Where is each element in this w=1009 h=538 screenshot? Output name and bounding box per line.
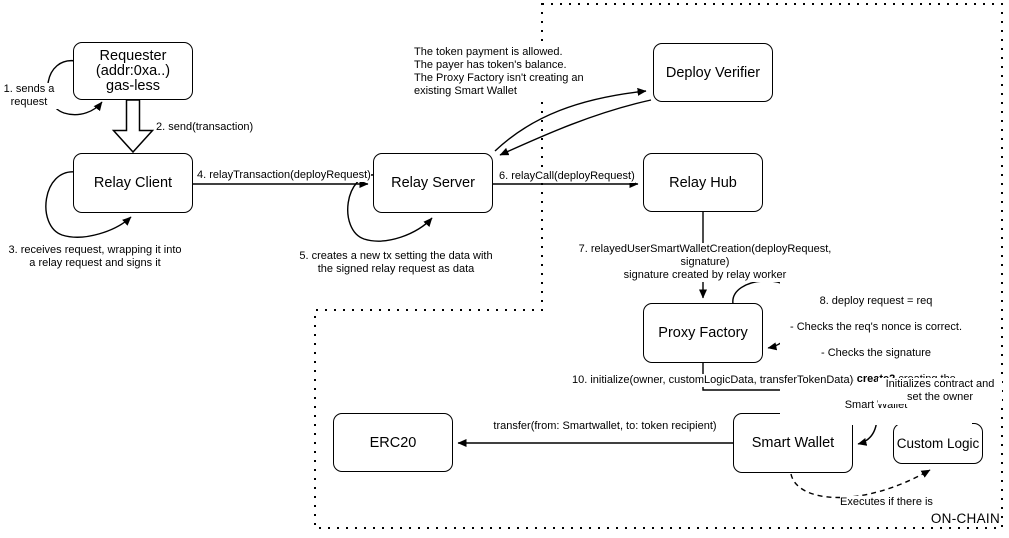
node-proxy-factory: Proxy Factory bbox=[643, 303, 763, 363]
node-requester: Requester (addr:0xa..) gas-less bbox=[73, 42, 193, 100]
label-step8-line3: - Checks the signature bbox=[820, 347, 932, 359]
label-step2: 2. send(transaction) bbox=[156, 121, 254, 134]
label-verifier-note: The token payment is allowed. The payer … bbox=[414, 46, 589, 98]
label-step3: 3. receives request, wrapping it into a … bbox=[6, 244, 184, 270]
label-transfer: transfer(from: Smartwallet, to: token re… bbox=[490, 420, 720, 433]
node-deploy-verifier: Deploy Verifier bbox=[653, 43, 773, 102]
label-on-chain: ON-CHAIN bbox=[930, 511, 1000, 526]
node-relay-hub: Relay Hub bbox=[643, 153, 763, 212]
curve-from-deploy-verifier bbox=[499, 100, 651, 155]
label-init-note: Initializes contract and set the owner bbox=[878, 378, 1002, 404]
send-transaction-block-arrow bbox=[114, 100, 153, 152]
self-loop-relay-client bbox=[46, 172, 131, 237]
node-custom-logic: Custom Logic bbox=[893, 423, 983, 464]
node-relay-client: Relay Client bbox=[73, 153, 193, 213]
node-relay-server: Relay Server bbox=[373, 153, 493, 213]
label-step8-line2: - Checks the req's nonce is correct. bbox=[789, 321, 963, 333]
label-step5: 5. creates a new tx setting the data wit… bbox=[296, 250, 496, 276]
curve-to-deploy-verifier bbox=[495, 87, 647, 151]
label-step1: 1. sends a request bbox=[0, 83, 58, 109]
label-executes-note: Executes if there is bbox=[840, 496, 933, 509]
label-step10: 10. initialize(owner, customLogicData, t… bbox=[572, 374, 854, 387]
label-step4: 4. relayTransaction(deployRequest) bbox=[197, 169, 371, 182]
label-step8-line1: 8. deploy request = req bbox=[819, 295, 933, 307]
node-erc20: ERC20 bbox=[333, 413, 453, 472]
on-chain-boundary bbox=[315, 4, 1002, 528]
self-loop-requester bbox=[48, 61, 102, 115]
self-loop-relay-server bbox=[348, 175, 432, 241]
dashed-arrow-executes bbox=[791, 470, 931, 498]
label-step6: 6. relayCall(deployRequest) bbox=[499, 170, 635, 183]
label-step7: 7. relayedUserSmartWalletCreation(deploy… bbox=[553, 243, 857, 282]
